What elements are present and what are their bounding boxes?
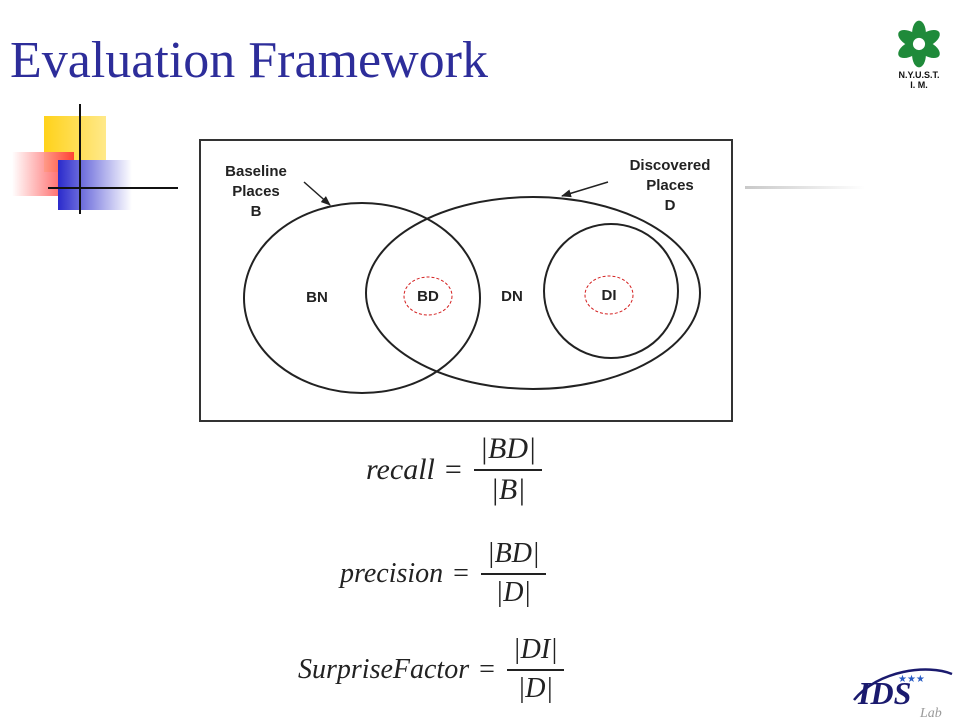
logo-text-line-2: I. M.: [910, 80, 928, 90]
discovered-arrow: [561, 181, 609, 198]
recall-formula: recall = |BD| |B|: [366, 432, 543, 507]
recall-fraction: |BD| |B|: [473, 432, 543, 507]
surprise-factor-equals: =: [479, 653, 495, 685]
surprise-factor-numerator: |DI|: [506, 634, 564, 671]
surprise-factor-fraction: |DI| |D|: [506, 634, 564, 705]
precision-equals: =: [453, 557, 469, 589]
logo-text-line-1: N.Y.U.S.T.: [898, 70, 940, 80]
discovered-label-line-1: Discovered: [630, 157, 711, 174]
recall-numerator: |BD|: [473, 432, 543, 471]
surprise-factor-lhs: SurpriseFactor: [298, 653, 470, 685]
baseline-ellipse: [243, 202, 481, 394]
baseline-label-line-1: Baseline: [225, 163, 287, 180]
surprise-factor-formula: SurpriseFactor = |DI| |D|: [298, 634, 564, 705]
region-bn-label: BN: [306, 289, 328, 306]
di-marker: [584, 275, 634, 315]
ids-lab-logo: ★★★ IDS Lab: [853, 668, 953, 720]
discovered-label-line-2: Places: [646, 177, 694, 194]
decorative-squares: [12, 104, 178, 214]
baseline-label-line-2: Places: [232, 183, 280, 200]
precision-lhs: precision: [340, 557, 444, 589]
flower-logo-icon: [898, 20, 940, 68]
di-circle: [543, 223, 679, 359]
region-di-label: DI: [602, 287, 617, 304]
region-dn-label: DN: [501, 288, 523, 305]
recall-equals: =: [444, 452, 462, 486]
logo-star-icon: ★★★: [898, 674, 925, 685]
baseline-arrow: [303, 181, 331, 206]
precision-formula: precision = |BD| |D|: [340, 538, 546, 609]
university-logo: N.Y.U.S.T. I. M.: [888, 18, 950, 110]
precision-denominator: |D|: [495, 577, 532, 608]
recall-lhs: recall: [366, 452, 435, 486]
baseline-label-line-3: B: [251, 203, 262, 220]
lab-logo-text: Lab: [919, 706, 942, 720]
precision-fraction: |BD| |D|: [480, 538, 546, 609]
precision-numerator: |BD|: [480, 538, 546, 575]
discovered-ellipse: [365, 196, 701, 390]
venn-diagram: Baseline Places B Discovered Places D BN…: [199, 139, 733, 422]
recall-denominator: |B|: [490, 473, 526, 506]
logo-swoosh: [853, 668, 953, 701]
surprise-factor-denominator: |D|: [517, 673, 554, 704]
region-bd-label: BD: [417, 288, 439, 305]
ids-logo-text: IDS: [857, 675, 911, 711]
decorative-rule: [745, 186, 865, 189]
bd-marker: [403, 276, 453, 316]
blue-square: [58, 160, 132, 210]
discovered-label-line-3: D: [665, 197, 676, 214]
slide-title: Evaluation Framework: [10, 32, 488, 89]
diagram-frame: [199, 139, 733, 422]
